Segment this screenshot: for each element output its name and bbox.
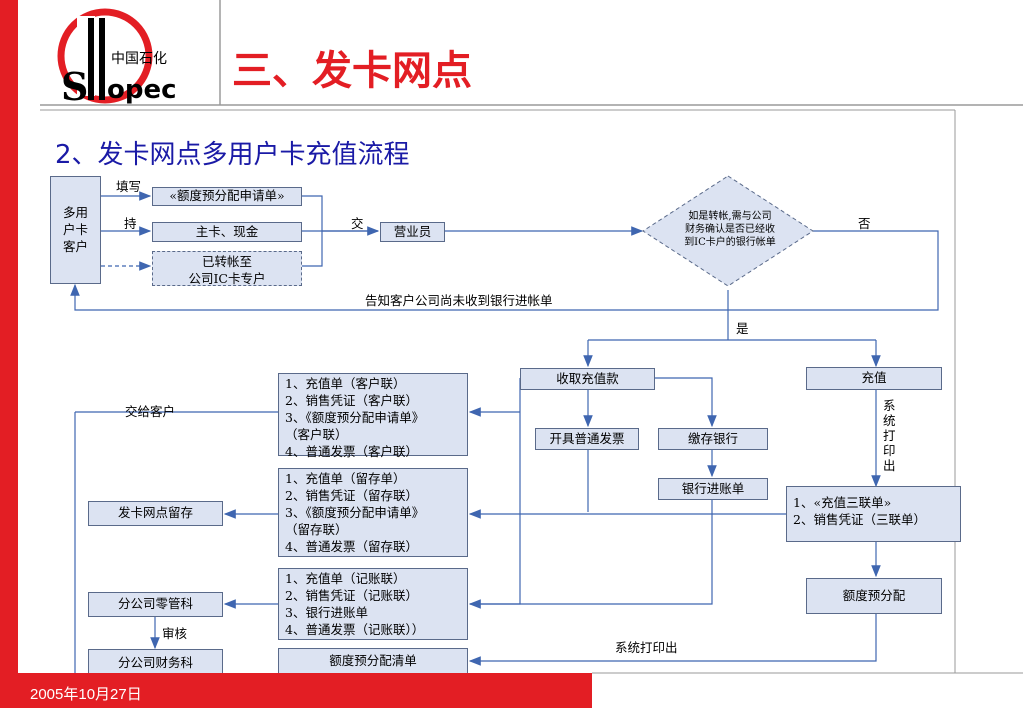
label-give-customer: 交给客户 [125, 404, 176, 419]
customer-copy-line: （客户联） [285, 426, 348, 442]
customer-copy-box: 1、充值单（客户联） 2、销售凭证（客户联） 3、《额度预分配申请单》 （客户联… [278, 373, 468, 459]
quota-list-box: 额度预分配清单 [278, 648, 468, 675]
bank-slip-box: 银行进账单 [658, 478, 768, 500]
branch-finance-box: 分公司财务科 [88, 649, 223, 677]
retain-copy-line: 2、销售凭证（留存联） [285, 487, 418, 503]
form-box: «额度预分配申请单» [152, 187, 302, 206]
label-fill: 填写 [116, 179, 142, 194]
footer-date: 2005年10月27日 [30, 686, 142, 703]
retain-copy-line: 3、《额度预分配申请单》 [285, 504, 425, 520]
recharge-box: 充值 [806, 367, 942, 390]
page-title: 三、发卡网点 [232, 48, 472, 94]
retain-copy-box: 1、充值单（留存单） 2、销售凭证（留存联） 3、《额度预分配申请单》 （留存联… [278, 468, 468, 557]
vertical-char: 统 [883, 413, 896, 428]
decision-line: 如是转帐,需与公司 [688, 211, 772, 222]
transfer-line: 已转帐至 [201, 254, 252, 269]
card-cash-box: 主卡、现金 [152, 222, 302, 242]
vertical-char: 系 [883, 398, 896, 413]
account-copy-line: 2、销售凭证（记账联） [285, 587, 418, 603]
label-no: 否 [858, 216, 871, 231]
customer-line: 多用 [62, 205, 88, 220]
vertical-char: 出 [883, 458, 896, 473]
customer-line: 户卡 [62, 221, 88, 237]
branch-mgmt-box: 分公司零管科 [88, 592, 223, 617]
customer-copy-line: 3、《额度预分配申请单》 [285, 409, 425, 425]
sinopec-logo: S opec 中国石化 [55, 8, 180, 109]
retain-copy-line: 4、普通发票（留存联） [285, 538, 418, 554]
vertical-char: 印 [883, 443, 896, 458]
customer-line: 客户 [62, 238, 88, 254]
account-copy-line: 4、普通发票（记账联）） [285, 621, 425, 637]
customer-copy-line: 2、销售凭证（客户联） [285, 392, 418, 408]
label-system-print-vertical: 系 统 打 印 出 [883, 398, 896, 473]
decision-diamond-text: 如是转帐,需与公司 财务确认是否已经收 到IC卡户的银行帐单 [665, 210, 795, 249]
account-copy-box: 1、充值单（记账联） 2、销售凭证（记账联） 3、银行进账单 4、普通发票（记账… [278, 568, 468, 640]
transfer-box: 已转帐至 公司IC卡专户 [152, 251, 302, 286]
decision-line: 财务确认是否已经收 [685, 224, 775, 235]
collect-payment-box: 收取充值款 [520, 368, 655, 390]
label-audit: 审核 [162, 626, 188, 641]
triple-line: 1、«充值三联单» [793, 495, 892, 510]
left-red-bar [0, 0, 18, 708]
section-subtitle: 2、发卡网点多用户卡充值流程 [55, 140, 410, 170]
retain-copy-line: （留存联） [285, 521, 348, 537]
quota-alloc-box: 额度预分配 [806, 578, 942, 614]
bank-deposit-box: 缴存银行 [658, 428, 768, 450]
svg-text:中国石化: 中国石化 [111, 51, 167, 67]
svg-text:opec: opec [107, 75, 177, 105]
point-retain-box: 发卡网点留存 [88, 501, 223, 526]
vertical-char: 打 [883, 428, 896, 443]
label-notify: 告知客户公司尚未收到银行进帐单 [365, 293, 553, 308]
retain-copy-line: 1、充值单（留存单） [285, 471, 406, 486]
decision-line: 到IC卡户的银行帐单 [684, 237, 776, 248]
clerk-box: 营业员 [380, 222, 445, 242]
label-hold: 持 [124, 216, 137, 231]
footer-bar [0, 673, 592, 708]
svg-text:S: S [61, 64, 88, 105]
invoice-box: 开具普通发票 [535, 428, 639, 450]
triple-line: 2、销售凭证（三联单） [793, 511, 926, 527]
transfer-line: 公司IC卡专户 [188, 270, 266, 286]
customer-copy-line: 4、普通发票（客户联） [285, 443, 418, 459]
customer-copy-line: 1、充值单（客户联） [285, 376, 406, 391]
label-yes: 是 [736, 321, 749, 336]
label-system-print: 系统打印出 [615, 640, 678, 655]
label-hand: 交 [351, 216, 364, 231]
account-copy-line: 3、银行进账单 [285, 604, 368, 620]
triple-form-box: 1、«充值三联单» 2、销售凭证（三联单） [786, 486, 961, 542]
customer-box: 多用 户卡 客户 [50, 176, 101, 284]
account-copy-line: 1、充值单（记账联） [285, 571, 406, 586]
